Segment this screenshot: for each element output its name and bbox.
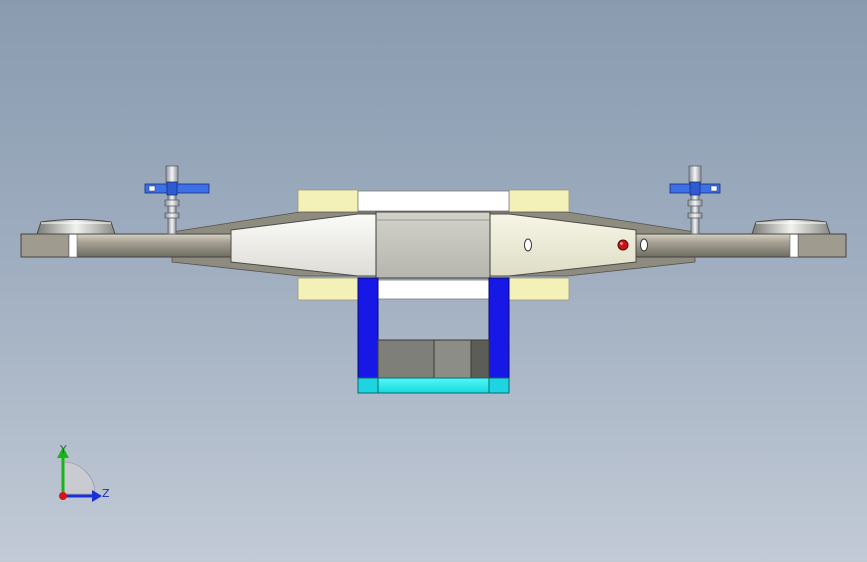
left-propeller-hub (166, 181, 178, 196)
indicator-highlight (620, 242, 623, 245)
right-propeller-blade-slot (710, 185, 718, 192)
left-arm-end-cap (20, 233, 70, 258)
top-plate-right[interactable] (508, 189, 570, 215)
top-plate-left[interactable] (297, 189, 359, 215)
battery-cell-3[interactable] (470, 339, 490, 379)
battery-pack[interactable] (377, 339, 490, 379)
right-propeller-assembly[interactable] (669, 165, 721, 235)
central-body[interactable] (375, 211, 491, 279)
left-propeller-stem-collar (164, 199, 180, 207)
triad-plane-wedge (62, 461, 96, 495)
landing-base-foot-left (357, 377, 379, 394)
right-propeller-cap (688, 165, 702, 184)
right-cone-hole (524, 238, 532, 252)
right-arm-clamp (789, 233, 799, 258)
triad-origin (59, 492, 67, 500)
indicator-red-light[interactable] (617, 239, 629, 251)
bottom-plate-assembly[interactable] (297, 277, 570, 301)
left-arm[interactable] (20, 233, 234, 258)
battery-cell-2[interactable] (433, 339, 472, 379)
triad-y-label: Y (60, 443, 67, 456)
triad-z-label: Z (102, 487, 110, 500)
right-propeller-hub (689, 181, 701, 196)
battery-cell-1[interactable] (377, 339, 435, 379)
triad-y-arrowhead (57, 447, 69, 458)
left-motor-bell[interactable] (36, 219, 116, 235)
bottom-plate-right[interactable] (508, 277, 570, 301)
left-propeller-blade-slot (148, 185, 156, 192)
left-motor[interactable] (36, 219, 116, 235)
left-propeller-cap (165, 165, 179, 184)
coordinate-triad[interactable]: Y Z (44, 436, 124, 516)
left-propeller-assembly[interactable] (144, 165, 210, 235)
left-propeller-stem-collar-2 (164, 212, 180, 219)
right-propeller-stem-collar (687, 199, 703, 207)
right-arm[interactable] (633, 233, 847, 258)
landing-leg-left[interactable] (357, 277, 379, 381)
right-motor[interactable] (751, 219, 831, 235)
bottom-plate-left[interactable] (297, 277, 359, 301)
top-plate-assembly[interactable] (297, 189, 570, 215)
landing-leg-right[interactable] (488, 277, 510, 381)
left-arm-clamp (68, 233, 78, 258)
bottom-plate-center[interactable] (357, 279, 510, 300)
triad-z-arrowhead (92, 490, 102, 502)
landing-base[interactable] (357, 377, 510, 394)
triad-graphic (57, 447, 102, 502)
top-plate-center[interactable] (357, 190, 510, 212)
right-arm-end-cap (797, 233, 847, 258)
right-motor-bell[interactable] (751, 219, 831, 235)
right-propeller-stem-collar-2 (687, 212, 703, 219)
landing-base-foot-right (488, 377, 510, 394)
right-cone-hole-2 (640, 238, 648, 252)
